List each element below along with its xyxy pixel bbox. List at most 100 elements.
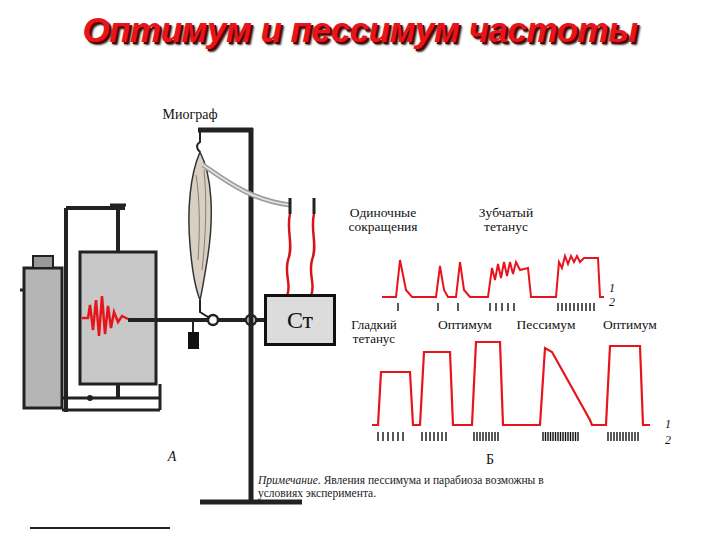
stimulus-tick — [545, 432, 546, 441]
stimulus-tick — [488, 432, 489, 441]
stimulus-tick — [421, 432, 422, 441]
stimulus-tick — [581, 303, 582, 311]
stimulus-tick — [485, 432, 486, 441]
stimulus-tick — [402, 432, 403, 441]
trace-number: 2 — [609, 296, 615, 309]
stimulus-tick — [425, 432, 426, 441]
nerve — [203, 165, 290, 205]
stimulus-tick — [457, 303, 458, 311]
stimulus-tick — [494, 432, 495, 441]
stimulus-tick — [397, 432, 398, 441]
stand-base — [200, 500, 302, 505]
motor-pin — [20, 289, 24, 292]
stimulus-tick — [377, 432, 378, 441]
trace-number: 2 — [665, 434, 671, 447]
stimulus-tick — [625, 432, 626, 441]
note-text: Примечание. — [258, 474, 321, 486]
stimulus-tick — [585, 303, 586, 311]
muscle — [189, 152, 211, 300]
rule — [30, 527, 170, 529]
stimulus-tick — [437, 432, 438, 441]
stimulus-tick — [482, 432, 483, 441]
stimulus-tick — [445, 432, 446, 441]
drum-axle — [116, 205, 120, 252]
stimulus-tick — [495, 303, 496, 311]
stimulus-tick — [555, 432, 556, 441]
stimulus-tick — [489, 303, 490, 311]
frame-base — [62, 409, 160, 412]
stimulus-tick — [569, 303, 570, 311]
stimulus-tick — [397, 303, 398, 311]
stimulus-tick — [577, 303, 578, 311]
stimulus-tick — [513, 303, 514, 311]
stimulus-tick — [441, 432, 442, 441]
drum-trace — [82, 296, 128, 336]
drum-axle — [116, 384, 120, 398]
stimulus-tick — [547, 432, 548, 441]
stimulus-tick — [491, 432, 492, 441]
electrode — [313, 198, 316, 214]
tendon-thread — [200, 300, 210, 318]
stimulus-tick — [565, 432, 566, 441]
stimulus-tick — [575, 432, 576, 441]
nerve — [203, 165, 290, 205]
trace-1-bottom — [372, 342, 650, 425]
stimulus-tick — [437, 303, 438, 311]
stimulus-tick — [637, 432, 638, 441]
page-title: Оптимум и пессимум частоты — [0, 10, 720, 50]
graph-caption: Оптимум — [603, 318, 657, 332]
stimulus-tick — [619, 432, 620, 441]
stimulus-tick — [634, 432, 635, 441]
stimulator-box: Ст — [264, 294, 336, 346]
stand-arm — [198, 128, 253, 133]
stimulus-tick — [570, 432, 571, 441]
stimulus-marks — [378, 432, 638, 441]
stimulator-label: Ст — [287, 307, 313, 334]
stimulus-tick — [557, 303, 558, 311]
weight — [188, 332, 199, 349]
figure-letter: Б — [486, 453, 494, 468]
wire — [287, 214, 290, 296]
screw — [87, 395, 93, 401]
stimulus-tick — [387, 432, 388, 441]
graph-caption: Одиночные сокращения — [333, 206, 433, 234]
frame-base — [62, 397, 160, 400]
stimulus-tick — [589, 303, 590, 311]
stimulus-tick — [610, 432, 611, 441]
trace-number: 1 — [665, 418, 671, 431]
stimulus-tick — [382, 432, 383, 441]
stimulus-tick — [473, 432, 474, 441]
stimulus-tick — [616, 432, 617, 441]
stimulus-tick — [607, 432, 608, 441]
stimulus-tick — [476, 432, 477, 441]
stimulus-tick — [433, 432, 434, 441]
motor-housing — [24, 268, 62, 408]
stimulus-tick — [501, 303, 502, 311]
graph-caption: Пессимум — [517, 318, 576, 332]
trace-number: 1 — [609, 282, 615, 295]
stimulus-marks — [398, 303, 594, 311]
frame-post — [64, 208, 68, 412]
stimulus-tick — [565, 303, 566, 311]
figure-letter: А — [168, 450, 177, 465]
note: Примечание. Явления пессимума и парабиоз… — [258, 474, 558, 500]
wire — [311, 214, 314, 296]
stimulus-tick — [613, 432, 614, 441]
electrode — [289, 198, 292, 214]
stand-post — [249, 128, 254, 502]
stimulus-tick — [573, 303, 574, 311]
stimulus-tick — [567, 432, 568, 441]
stimulus-tick — [622, 432, 623, 441]
axle-cap — [110, 204, 126, 207]
weight-string — [192, 320, 194, 332]
stimulus-tick — [550, 432, 551, 441]
lever-joint — [208, 315, 218, 325]
stimulus-tick — [497, 432, 498, 441]
stimulus-tick — [429, 432, 430, 441]
stimulus-tick — [507, 303, 508, 311]
device-name: Миограф — [163, 108, 218, 123]
graph-caption: Гладкий тетанус — [334, 318, 414, 345]
stimulus-tick — [392, 432, 393, 441]
